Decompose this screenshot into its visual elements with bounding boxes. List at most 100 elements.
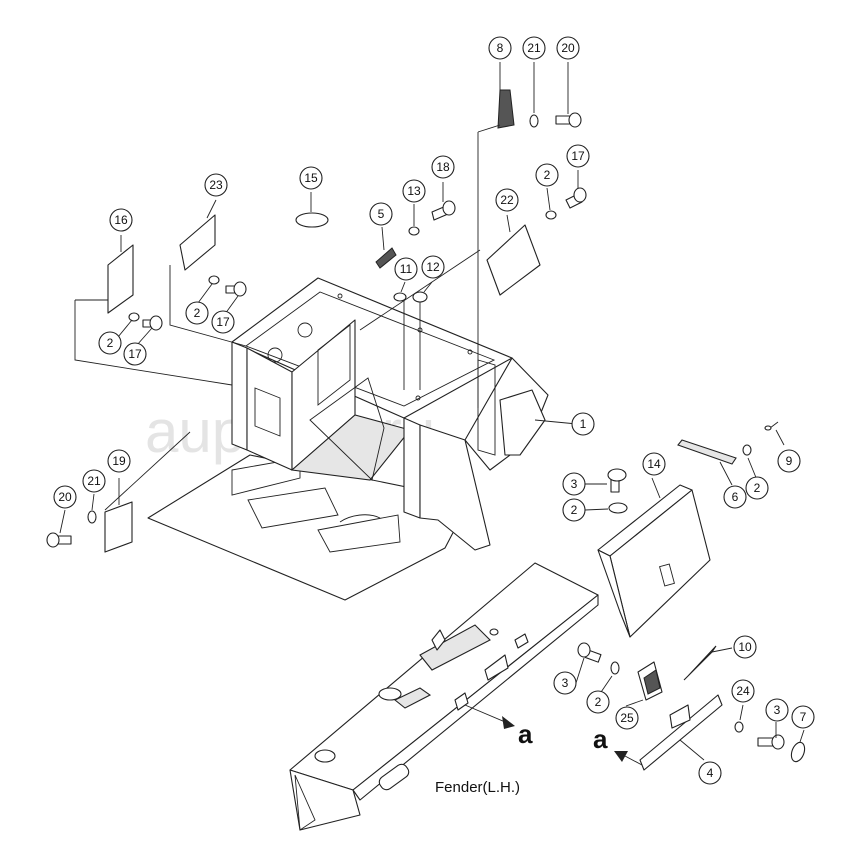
callout-circle	[123, 342, 147, 366]
callout-circle	[394, 257, 418, 281]
rod-10	[683, 645, 717, 681]
bolt-20	[46, 532, 72, 548]
callout-circle	[731, 679, 755, 703]
callout-circle	[488, 36, 512, 60]
callout-number: 20	[58, 490, 72, 504]
callout-13: 13	[402, 179, 426, 203]
callout-number: 17	[128, 347, 142, 361]
callout-circle	[402, 179, 426, 203]
bolt-18	[431, 200, 456, 221]
callout-number: 20	[561, 41, 575, 55]
callout-8: 8	[488, 36, 512, 60]
callout-5: 5	[369, 202, 393, 226]
callout-circle	[535, 163, 559, 187]
callout-3: 3	[562, 472, 586, 496]
callout-circle	[53, 485, 77, 509]
washer-21	[87, 510, 97, 524]
callout-circle	[495, 188, 519, 212]
washer-24	[734, 721, 744, 733]
callout-circle	[765, 698, 789, 722]
callout-18: 18	[431, 155, 455, 179]
callout-circle	[185, 301, 209, 325]
callout-number: 19	[112, 454, 126, 468]
callout-circle	[562, 472, 586, 496]
callout-number: 17	[571, 149, 585, 163]
washer-13	[408, 226, 420, 236]
callout-number: 12	[426, 260, 440, 274]
callout-circle	[522, 36, 546, 60]
callout-9: 9	[777, 449, 801, 473]
washer-2	[742, 444, 752, 456]
main-frame	[231, 277, 549, 551]
callout-number: 7	[800, 710, 807, 724]
callout-number: 10	[738, 640, 752, 654]
callout-circle	[791, 705, 815, 729]
callout-number: 21	[527, 41, 541, 55]
callout-number: 24	[736, 684, 750, 698]
callout-4: 4	[698, 761, 722, 785]
washer-2	[208, 275, 220, 285]
callout-17: 17	[211, 310, 235, 334]
cover-plate-16	[107, 244, 134, 314]
callout-21: 21	[522, 36, 546, 60]
plug-11	[393, 292, 407, 302]
callout-2: 2	[98, 331, 122, 355]
step-panel-14	[597, 484, 711, 638]
callout-number: 4	[707, 766, 714, 780]
callout-number: 9	[786, 454, 793, 468]
callout-number: 15	[304, 171, 318, 185]
callout-number: 14	[647, 457, 661, 471]
callout-7: 7	[791, 705, 815, 729]
rod-6	[677, 439, 737, 465]
callout-circle	[109, 208, 133, 232]
callout-2: 2	[535, 163, 559, 187]
callout-23: 23	[204, 173, 228, 197]
washer-2	[545, 210, 557, 220]
clip-7	[790, 741, 806, 763]
grommet-15	[295, 212, 329, 228]
callout-number: 17	[216, 315, 230, 329]
callout-circle	[107, 449, 131, 473]
callout-circle	[553, 671, 577, 695]
bar-4	[639, 694, 723, 771]
washer-21	[529, 114, 539, 128]
bolt-17	[565, 187, 587, 209]
callout-20: 20	[556, 36, 580, 60]
fender-lh	[289, 562, 599, 831]
callout-number: 2	[107, 336, 114, 350]
callout-11: 11	[394, 257, 418, 281]
callout-circle	[211, 310, 235, 334]
callout-number: 23	[209, 178, 223, 192]
callout-number: 25	[620, 711, 634, 725]
bolt-17	[225, 281, 247, 297]
cover-plate-22	[486, 224, 541, 296]
arrow-a	[614, 751, 628, 762]
bolt-3	[607, 468, 627, 493]
callout-number: 22	[500, 193, 514, 207]
callout-circle	[586, 690, 610, 714]
callout-10: 10	[733, 635, 757, 659]
washer-2	[610, 661, 620, 675]
pin-9	[764, 421, 779, 431]
washer-2	[608, 502, 628, 514]
callout-15: 15	[299, 166, 323, 190]
bar-4-tab	[669, 704, 691, 729]
callout-19: 19	[107, 449, 131, 473]
callout-number: 2	[595, 695, 602, 709]
callout-number: 16	[114, 213, 128, 227]
washer-2	[128, 312, 140, 322]
callout-number: 5	[378, 207, 385, 221]
callout-number: 13	[407, 184, 421, 198]
callout-circle	[745, 476, 769, 500]
callout-circle	[421, 255, 445, 279]
bolt-20	[555, 112, 582, 128]
callout-circle	[571, 412, 595, 436]
callout-circle	[431, 155, 455, 179]
callout-3: 3	[553, 671, 577, 695]
bolt-17	[142, 315, 163, 331]
callout-25: 25	[615, 706, 639, 730]
cover-plate-19	[104, 501, 133, 553]
callout-2: 2	[745, 476, 769, 500]
callout-number: 6	[732, 490, 739, 504]
callout-1: 1	[571, 412, 595, 436]
